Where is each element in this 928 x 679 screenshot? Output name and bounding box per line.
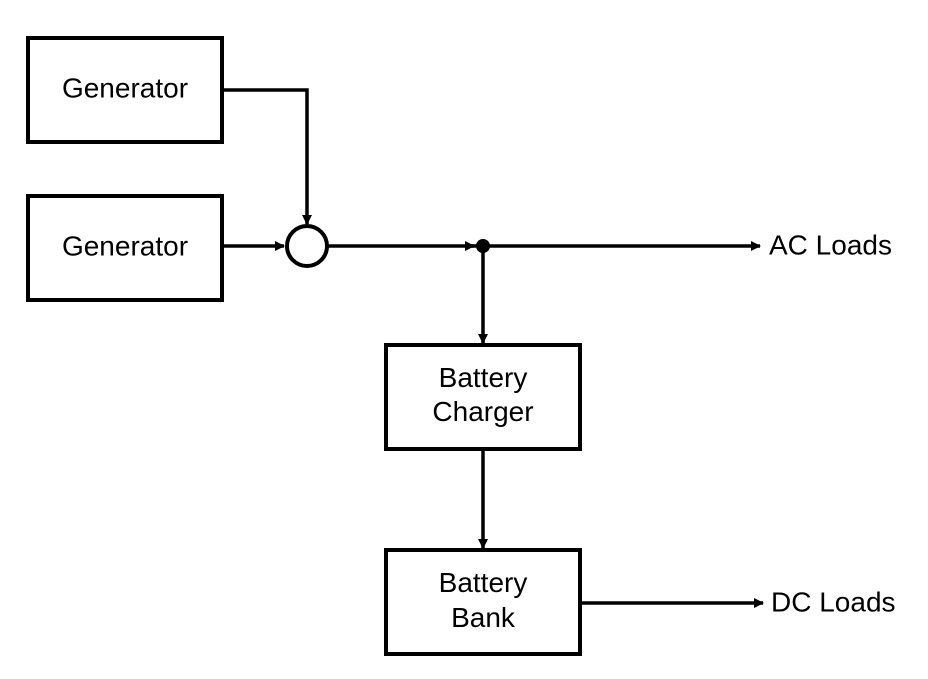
battery-charger-label-line-1: Battery (439, 362, 528, 393)
battery-bank-label-line-2: Bank (451, 602, 516, 633)
battery-bank-label-2: Bank (451, 602, 516, 633)
battery-charger-label-2: Charger (432, 396, 533, 427)
battery-bank-block: Battery Bank (384, 548, 582, 656)
battery-charger-label: Battery (439, 362, 528, 393)
battery-charger-block: Battery Charger (384, 343, 582, 451)
generator-1-block: Generator (26, 36, 224, 144)
battery-bank-label: Battery (439, 567, 528, 598)
battery-charger-box (384, 343, 582, 451)
generator-1-box (26, 36, 224, 144)
generator-1-to-combiner-wire (222, 88, 312, 225)
generator-2-box (26, 194, 224, 302)
generator-2-block: Generator (26, 194, 224, 302)
generator-1-label: Generator (62, 72, 188, 103)
combiner-node (285, 224, 329, 268)
generator-2-label: Generator (62, 230, 188, 261)
ac-loads-label: AC Loads (769, 229, 892, 260)
battery-bank-label-line-1: Battery (439, 567, 528, 598)
dc-loads-label: DC Loads (771, 586, 896, 617)
battery-bank-box (384, 548, 582, 656)
battery-charger-label-line-2: Charger (432, 396, 533, 427)
